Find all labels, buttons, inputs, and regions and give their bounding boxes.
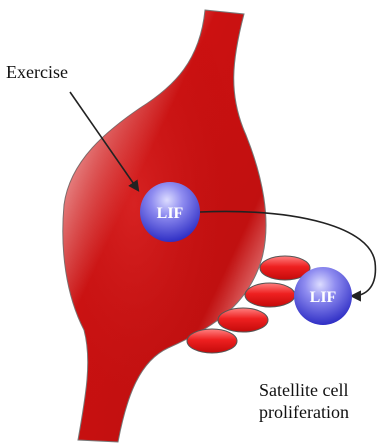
satellite-label-line2: proliferation xyxy=(259,402,349,423)
satellite-cell xyxy=(218,308,268,332)
lif-node-satellite: LIF xyxy=(294,267,352,325)
satellite-cell xyxy=(245,283,295,307)
lif-node-label: LIF xyxy=(310,289,337,306)
exercise-label: Exercise xyxy=(6,62,68,83)
satellite-cell xyxy=(187,329,237,353)
lif-node-label: LIF xyxy=(157,205,184,222)
satellite-label-line1: Satellite cell xyxy=(259,380,348,401)
lif-node-muscle: LIF xyxy=(140,182,200,242)
